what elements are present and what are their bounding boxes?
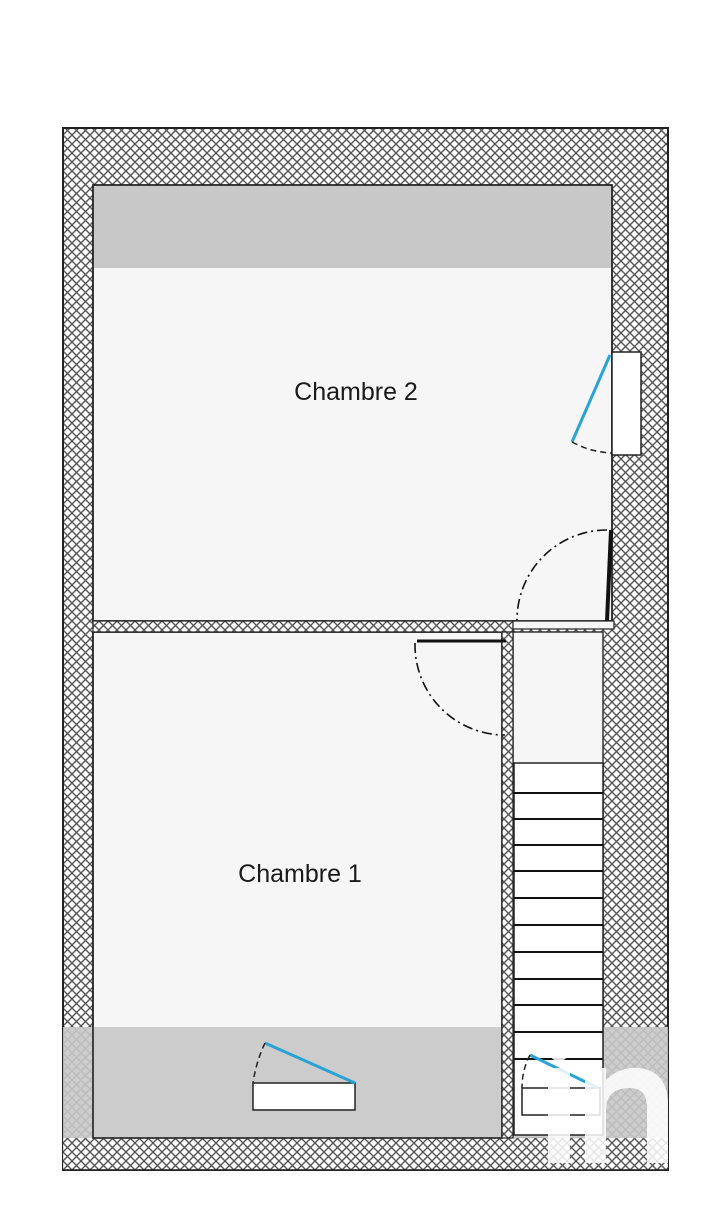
door-swing-icon: [414, 639, 506, 736]
room-label-chambre-1: Chambre 1: [238, 860, 362, 888]
roof-window-icon: [252, 1041, 356, 1111]
roof-window-icon: [570, 351, 642, 456]
brand-watermark-icon: [548, 1039, 668, 1163]
door-swing-icon: [512, 529, 615, 630]
low-ceiling-zone-top: [94, 186, 611, 268]
room-label-chambre-2: Chambre 2: [294, 378, 418, 406]
